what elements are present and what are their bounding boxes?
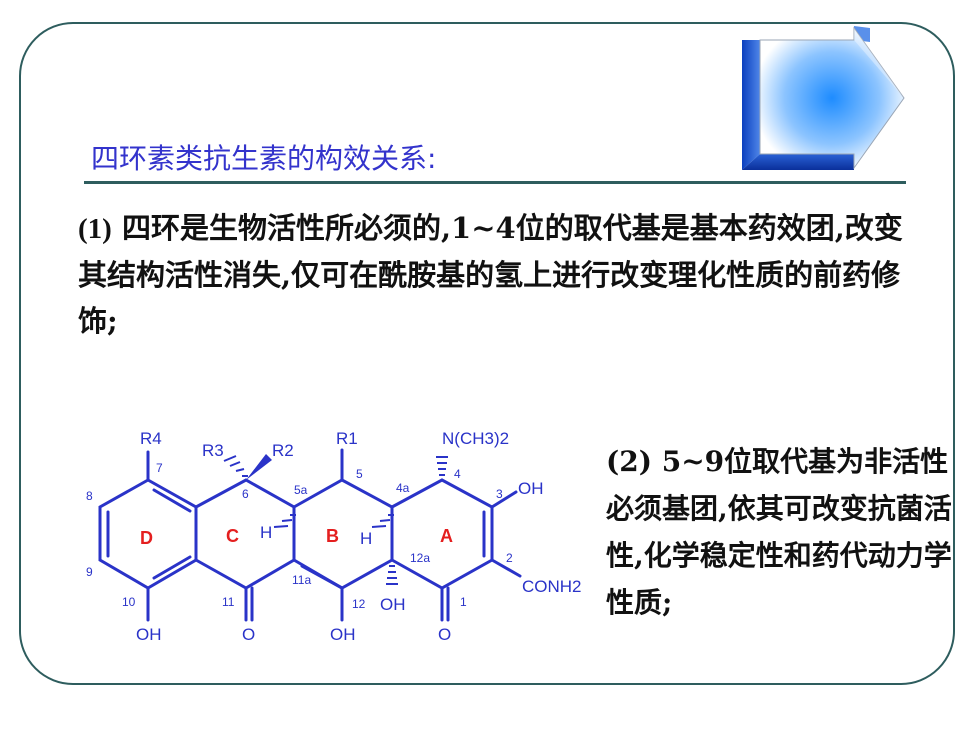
pos-5: 5 (356, 467, 363, 481)
label-oh-3: OH (518, 479, 544, 498)
point-2: (2) 5~9位取代基为非活性必须基团,依其可改变抗菌活性,化学稳定性和药代动力… (606, 438, 956, 626)
point-1: (1) 四环是生物活性所必须的,1~4位的取代基是基本药效团,改变其结构活性消失… (78, 205, 918, 344)
pos-10: 10 (122, 595, 136, 609)
ring-a-label: A (440, 526, 453, 546)
pos-12a: 12a (410, 551, 430, 565)
label-oh-12a: OH (380, 595, 406, 614)
pos-7: 7 (156, 461, 163, 475)
label-r1: R1 (336, 429, 358, 448)
point-2-number: (2) (606, 445, 652, 478)
pos-11: 11 (222, 595, 235, 609)
label-h-4a: H (360, 529, 372, 548)
label-conh2: CONH2 (522, 577, 582, 596)
label-o-1: O (438, 625, 451, 644)
slide-title: 四环素类抗生素的构效关系: (91, 142, 437, 175)
label-oh-10: OH (136, 625, 162, 644)
pos-9: 9 (86, 565, 93, 579)
label-oh-12: OH (330, 625, 356, 644)
point-2-text: 5~9位取代基为非活性必须基团,依其可改变抗菌活性,化学稳定性和药代动力学性质; (606, 445, 952, 619)
pos-6: 6 (242, 487, 249, 501)
pos-4a: 4a (396, 481, 410, 495)
next-arrow-icon[interactable] (742, 26, 912, 170)
pos-12: 12 (352, 597, 366, 611)
pos-5a: 5a (294, 483, 308, 497)
label-h-5a: H (260, 523, 272, 542)
label-r3: R3 (202, 441, 224, 460)
label-o-11: O (242, 625, 255, 644)
label-r2: R2 (272, 441, 294, 460)
ring-d-label: D (140, 528, 153, 548)
point-1-number: (1) (78, 213, 112, 245)
tetracycline-structure: R4 R3 R2 R1 N(CH3)2 OH CONH2 OH O OH OH … (86, 429, 582, 644)
pos-1: 1 (460, 595, 467, 609)
label-nme2: N(CH3)2 (442, 429, 509, 448)
ring-c-label: C (226, 526, 239, 546)
pos-8: 8 (86, 489, 93, 503)
ring-b-label: B (326, 526, 339, 546)
pos-2: 2 (506, 551, 513, 565)
point-1-text: 四环是生物活性所必须的,1~4位的取代基是基本药效团,改变其结构活性消失,仅可在… (78, 211, 903, 338)
pos-11a: 11a (292, 573, 311, 587)
title-underline (84, 181, 906, 184)
pos-3: 3 (496, 487, 503, 501)
label-r4: R4 (140, 429, 162, 448)
pos-4: 4 (454, 467, 461, 481)
